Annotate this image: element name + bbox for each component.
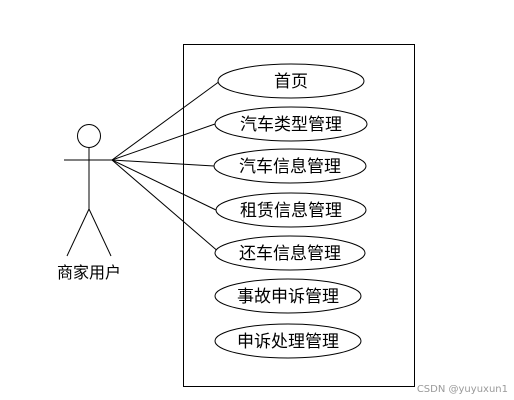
use-case-ellipse [217, 63, 365, 99]
use-case: 事故申诉管理 [214, 278, 362, 314]
association-line [111, 159, 221, 254]
association-line [111, 159, 215, 167]
actor-right-leg [88, 208, 112, 257]
association-line [111, 123, 216, 161]
association-line [111, 159, 217, 211]
use-case: 汽车类型管理 [214, 106, 368, 142]
watermark: CSDN @yuyuxun1 [417, 384, 508, 395]
use-case-ellipse [215, 192, 367, 228]
use-case-label: 租赁信息管理 [240, 201, 342, 221]
actor-label: 商家用户 [57, 263, 121, 282]
use-case-label: 申诉处理管理 [237, 332, 339, 352]
use-case-label: 还车信息管理 [239, 244, 341, 264]
actor-head [77, 124, 101, 148]
use-case: 申诉处理管理 [214, 323, 362, 359]
association-lines [111, 80, 221, 254]
use-case-label: 汽车信息管理 [239, 157, 341, 177]
actor [64, 124, 114, 257]
use-case-ellipse [214, 323, 362, 359]
use-case-ellipse [214, 106, 368, 142]
use-case-label: 首页 [274, 72, 308, 92]
use-case-label: 汽车类型管理 [240, 115, 342, 135]
use-case: 租赁信息管理 [215, 192, 367, 228]
use-case-ellipse [213, 148, 367, 184]
use-case-ellipse [214, 278, 362, 314]
actor-left-leg [66, 208, 90, 257]
use-case: 还车信息管理 [214, 235, 366, 271]
use-case: 首页 [217, 63, 365, 99]
use-case-label: 事故申诉管理 [237, 287, 339, 307]
system-boundary [183, 44, 415, 387]
association-line [111, 80, 221, 161]
use-case: 汽车信息管理 [213, 148, 367, 184]
use-case-ellipse [214, 235, 366, 271]
